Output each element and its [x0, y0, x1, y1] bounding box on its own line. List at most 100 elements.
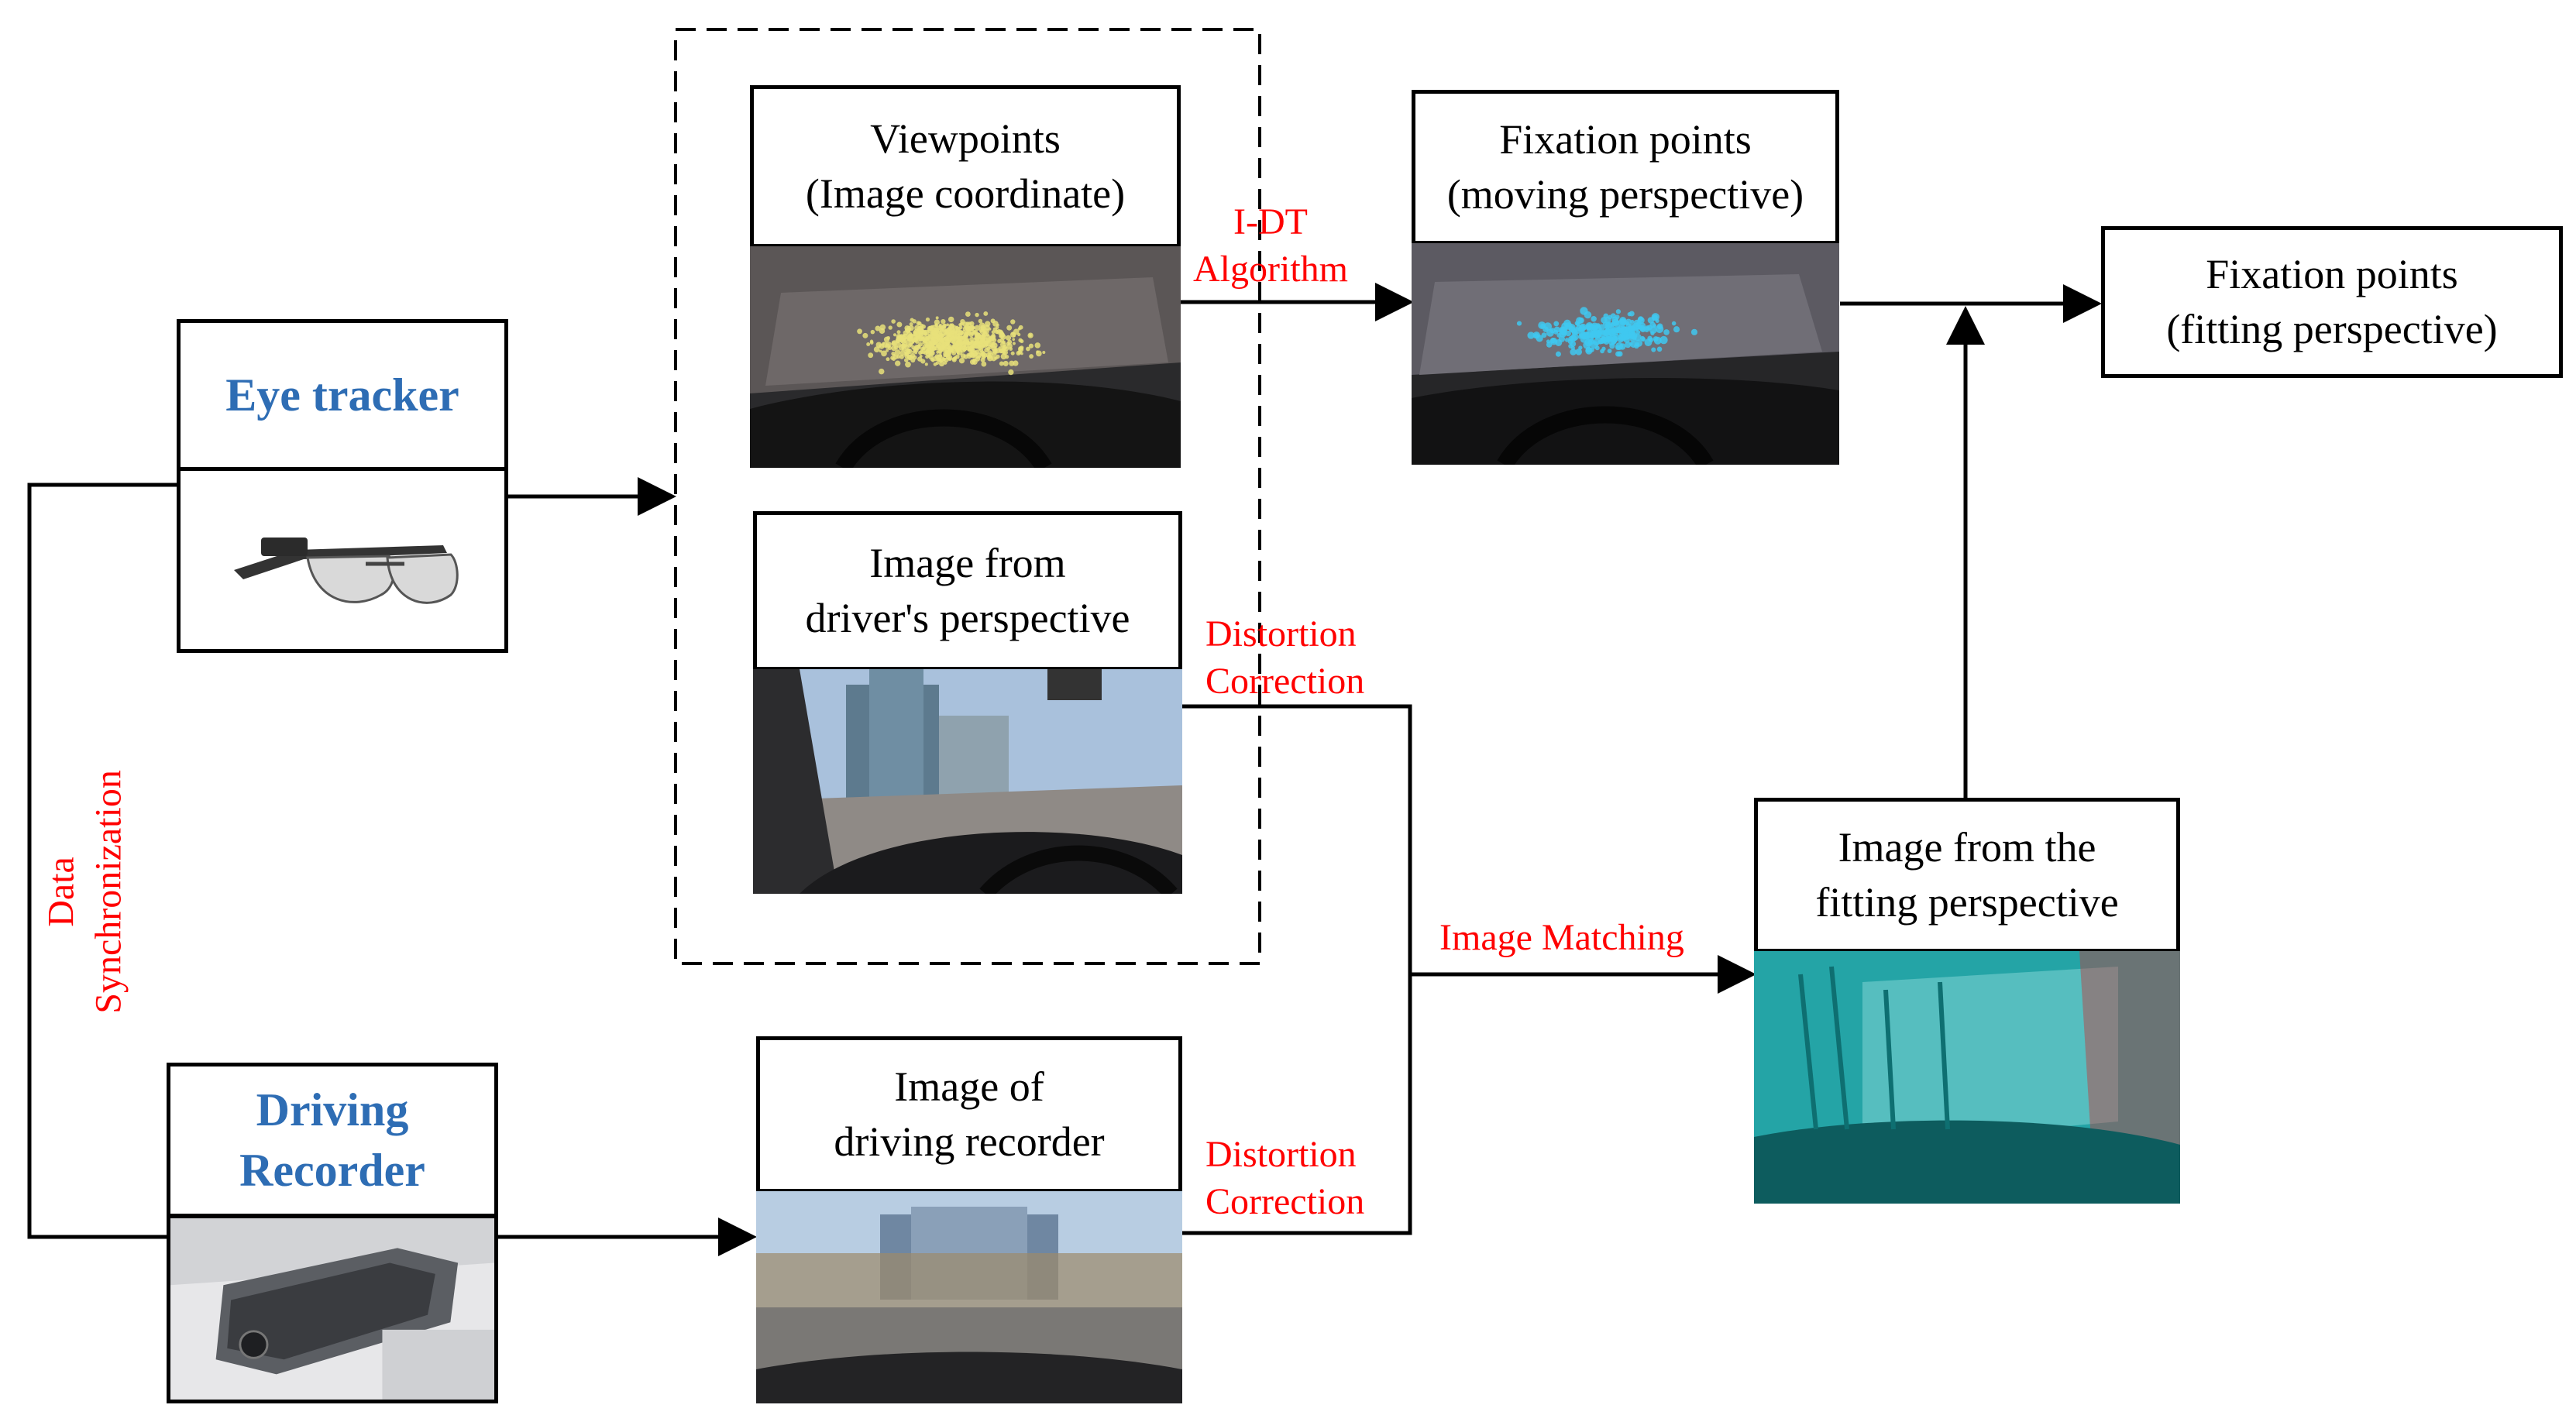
- gaze-dot: [973, 337, 977, 341]
- gaze-dot: [1615, 309, 1621, 314]
- gaze-dot: [968, 352, 975, 358]
- gaze-dot: [1585, 323, 1593, 331]
- gaze-dot: [951, 330, 955, 335]
- gaze-dot: [1555, 351, 1561, 357]
- gaze-dot: [982, 330, 987, 335]
- gaze-dot: [1565, 330, 1571, 337]
- gaze-dot: [948, 327, 952, 331]
- gaze-dot: [1546, 339, 1551, 344]
- gaze-dot: [1574, 321, 1580, 326]
- eye-tracker-image-frame: [177, 467, 508, 653]
- gaze-dot: [946, 323, 950, 327]
- gaze-dot: [1558, 335, 1566, 342]
- gaze-dot: [944, 357, 949, 362]
- gaze-dot: [1590, 335, 1594, 339]
- gaze-dot: [938, 361, 945, 367]
- gaze-dot: [960, 353, 966, 359]
- image-fitting-box: Image from the fitting perspective: [1754, 798, 2180, 953]
- gaze-dot: [910, 334, 913, 338]
- gaze-dot: [1006, 325, 1013, 331]
- gaze-dot: [1619, 316, 1627, 325]
- gaze-dot: [981, 354, 986, 359]
- gaze-dot: [954, 342, 960, 347]
- gaze-dot: [1553, 321, 1560, 327]
- gaze-dot: [896, 321, 903, 328]
- gaze-dot: [1608, 335, 1614, 342]
- gaze-dot: [974, 339, 980, 345]
- gaze-dot: [962, 326, 968, 331]
- gaze-dot: [991, 333, 996, 338]
- gaze-dot: [927, 351, 933, 356]
- viewpoint-dots: [857, 311, 1046, 376]
- gaze-dot: [958, 341, 963, 345]
- gaze-dot: [907, 337, 911, 341]
- gaze-dot: [986, 354, 992, 359]
- gaze-dot: [899, 354, 904, 359]
- gaze-dot: [896, 330, 901, 335]
- gaze-dot: [941, 345, 946, 349]
- fixation-fitting-box: Fixation points (fitting perspective): [2101, 226, 2563, 378]
- image-fitting-photo: [1754, 951, 2180, 1204]
- gaze-dot: [1541, 332, 1547, 338]
- gaze-dot: [1001, 348, 1006, 352]
- gaze-dot: [1651, 347, 1656, 352]
- image-recorder-photo: [756, 1191, 1182, 1403]
- gaze-dot: [903, 358, 909, 362]
- gaze-dot: [1016, 350, 1021, 356]
- gaze-dot: [886, 349, 889, 352]
- gaze-dot: [934, 319, 940, 325]
- gaze-dot: [951, 345, 955, 349]
- gaze-dot: [1029, 354, 1034, 359]
- driving-recorder-photo: [167, 1214, 498, 1403]
- gaze-dot: [982, 333, 987, 338]
- viewpoints-label: Viewpoints (Image coordinate): [805, 115, 1126, 217]
- gaze-dot: [969, 321, 975, 327]
- gaze-dot: [894, 349, 901, 356]
- gaze-dot: [879, 328, 886, 335]
- gaze-dot: [1028, 334, 1032, 338]
- gaze-dot: [888, 325, 892, 330]
- gaze-dot: [966, 325, 971, 329]
- distortion-merge-line: [1181, 704, 1412, 1235]
- gaze-dot: [927, 337, 932, 342]
- gaze-dot: [862, 332, 868, 338]
- gaze-dot: [978, 322, 985, 329]
- gaze-dot: [1006, 335, 1012, 341]
- gaze-dot: [920, 349, 923, 353]
- gaze-dot: [958, 358, 965, 364]
- gaze-dot: [934, 345, 939, 351]
- gaze-dot: [1026, 346, 1030, 352]
- gaze-dot: [930, 325, 934, 328]
- gaze-dot: [1673, 326, 1680, 333]
- gaze-dot: [1602, 321, 1608, 326]
- gaze-dot: [870, 329, 875, 335]
- gaze-dot: [908, 327, 912, 331]
- gaze-dot: [969, 336, 975, 342]
- gaze-dot: [921, 324, 926, 329]
- image-driver-label: Image from driver's perspective: [805, 539, 1130, 641]
- gaze-dot: [1594, 345, 1600, 351]
- gaze-dot: [904, 349, 910, 356]
- gaze-dot: [1578, 331, 1587, 339]
- gaze-dot: [857, 328, 862, 335]
- gaze-dot: [899, 334, 904, 338]
- gaze-dot: [936, 337, 942, 342]
- gaze-dot: [916, 321, 921, 326]
- gaze-dot: [1570, 333, 1579, 341]
- gaze-dot: [1610, 313, 1616, 319]
- gaze-dot: [1671, 321, 1677, 326]
- gaze-dot: [906, 354, 913, 361]
- gaze-dot: [1018, 338, 1023, 342]
- gaze-dot: [1028, 343, 1034, 349]
- gaze-dot: [1628, 333, 1633, 338]
- gaze-dot: [1020, 352, 1023, 356]
- gaze-dot: [979, 339, 984, 344]
- gaze-dot: [1585, 346, 1592, 353]
- gaze-dot: [954, 354, 960, 359]
- gaze-dot: [991, 330, 996, 335]
- gaze-dot: [892, 353, 896, 357]
- gaze-dot: [963, 344, 968, 349]
- gaze-dot: [1549, 328, 1556, 334]
- gaze-dot: [1663, 329, 1670, 335]
- gaze-dot: [1598, 324, 1605, 331]
